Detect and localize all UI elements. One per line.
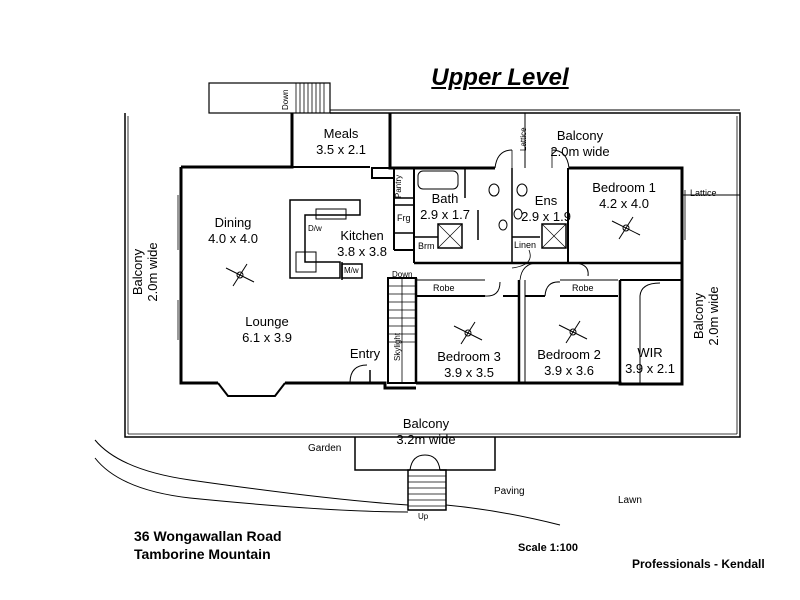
room-name: Meals bbox=[323, 126, 359, 141]
sink bbox=[315, 208, 347, 220]
fridge-label: Frg bbox=[397, 213, 411, 223]
room-ens: Ens 2.9 x 1.9 bbox=[516, 193, 576, 225]
room-name: Lounge bbox=[245, 314, 289, 329]
room-bedroom3: Bedroom 3 3.9 x 3.5 bbox=[430, 349, 508, 381]
room-meals: Meals 3.5 x 2.1 bbox=[310, 126, 372, 158]
room-size: 3.9 x 2.1 bbox=[625, 361, 675, 376]
garden-path bbox=[94, 439, 409, 506]
lawn-label: Lawn bbox=[618, 495, 642, 506]
room-size: 3.9 x 3.5 bbox=[444, 365, 494, 380]
ceiling-fan-bedroom1 bbox=[611, 216, 641, 240]
room-size: 3.8 x 3.8 bbox=[337, 244, 387, 259]
toilet-ens bbox=[516, 183, 528, 197]
balcony-right: Balcony 2.0m wide bbox=[691, 276, 723, 356]
room-name: Kitchen bbox=[340, 228, 384, 243]
room-size: 4.0 x 4.0 bbox=[208, 231, 258, 246]
balcony-width: 3.2m wide bbox=[396, 432, 456, 447]
plan-title: Upper Level bbox=[431, 64, 569, 91]
down-top-label: Down bbox=[281, 89, 290, 110]
ens-shower bbox=[541, 223, 567, 249]
balcony-width: 2.0m wide bbox=[145, 242, 160, 302]
cooktop bbox=[295, 251, 317, 273]
balcony-name: Balcony bbox=[402, 416, 450, 431]
microwave-label: M/w bbox=[344, 266, 359, 275]
room-name: Bedroom 2 bbox=[537, 347, 601, 362]
skylight-label: Skylight bbox=[393, 332, 402, 361]
room-lounge: Lounge 6.1 x 3.9 bbox=[236, 314, 298, 346]
front-stairs bbox=[407, 469, 447, 511]
room-name: Dining bbox=[214, 215, 252, 230]
balcony-name: Balcony bbox=[556, 128, 604, 143]
paving-label: Paving bbox=[494, 486, 525, 497]
garden-label: Garden bbox=[308, 443, 342, 454]
top-stairs bbox=[295, 83, 325, 113]
bath-shower bbox=[437, 223, 463, 249]
top-stair-landing bbox=[208, 82, 331, 114]
room-size: 2.9 x 1.9 bbox=[521, 209, 571, 224]
basin-ens bbox=[513, 208, 523, 220]
room-size: 4.2 x 4.0 bbox=[599, 196, 649, 211]
agent-label: Professionals - Kendall bbox=[632, 557, 765, 571]
address-line2: Tamborine Mountain bbox=[134, 546, 271, 562]
room-wir: WIR 3.9 x 2.1 bbox=[620, 345, 680, 377]
room-name: WIR bbox=[637, 345, 663, 360]
bay-window bbox=[217, 382, 286, 397]
room-name: Bedroom 3 bbox=[437, 349, 501, 364]
room-bedroom2: Bedroom 2 3.9 x 3.6 bbox=[530, 347, 608, 379]
room-entry: Entry bbox=[349, 346, 381, 361]
room-name: Bedroom 1 bbox=[592, 180, 656, 195]
microwave-bench bbox=[341, 263, 363, 279]
ceiling-fan-bedroom3 bbox=[453, 321, 483, 345]
balcony-name: Balcony bbox=[691, 292, 706, 340]
lattice-right-label: Lattice bbox=[690, 188, 717, 198]
room-bath: Bath 2.9 x 1.7 bbox=[414, 191, 476, 223]
down-inner-label: Down bbox=[392, 270, 413, 279]
front-rail bbox=[354, 437, 496, 471]
broom-label: Brm bbox=[418, 241, 435, 251]
balcony-width: 2.0m wide bbox=[706, 286, 721, 346]
scale-label: Scale 1:100 bbox=[518, 542, 578, 554]
balcony-outline bbox=[124, 112, 741, 438]
pantry-label: Pantry bbox=[394, 174, 403, 198]
room-bedroom1: Bedroom 1 4.2 x 4.0 bbox=[586, 180, 662, 212]
room-name: Bath bbox=[431, 191, 459, 206]
kitchen-bench bbox=[289, 199, 361, 279]
dishwasher-label: D/w bbox=[308, 224, 322, 233]
house-outer-wall bbox=[179, 113, 684, 390]
toilet-bath bbox=[488, 183, 500, 197]
room-kitchen: Kitchen 3.8 x 3.8 bbox=[332, 228, 392, 260]
room-name: Ens bbox=[534, 193, 558, 208]
room-size: 2.9 x 1.7 bbox=[420, 207, 470, 222]
address-line1: 36 Wongawallan Road bbox=[134, 528, 282, 544]
lattice-top-label: Lattice bbox=[519, 127, 528, 151]
robe-bedroom3-label: Robe bbox=[433, 283, 455, 293]
room-size: 6.1 x 3.9 bbox=[242, 330, 292, 345]
room-size: 3.9 x 3.6 bbox=[544, 363, 594, 378]
balcony-width: 2.0m wide bbox=[550, 144, 610, 159]
balcony-name: Balcony bbox=[130, 248, 145, 296]
ceiling-fan-bedroom2 bbox=[558, 320, 588, 344]
up-label: Up bbox=[418, 512, 429, 521]
bathtub bbox=[417, 170, 459, 190]
basin-bath bbox=[498, 219, 508, 231]
robe-bedroom2-label: Robe bbox=[572, 283, 594, 293]
inner-stairs bbox=[388, 278, 416, 383]
linen-label: Linen bbox=[514, 240, 537, 250]
room-size: 3.5 x 2.1 bbox=[316, 142, 366, 157]
balcony-left: Balcony 2.0m wide bbox=[130, 232, 162, 312]
ceiling-fan-lounge bbox=[225, 263, 255, 287]
balcony-top: Balcony 2.0m wide bbox=[540, 128, 620, 160]
balcony-bottom: Balcony 3.2m wide bbox=[382, 416, 470, 448]
room-dining: Dining 4.0 x 4.0 bbox=[200, 215, 266, 247]
